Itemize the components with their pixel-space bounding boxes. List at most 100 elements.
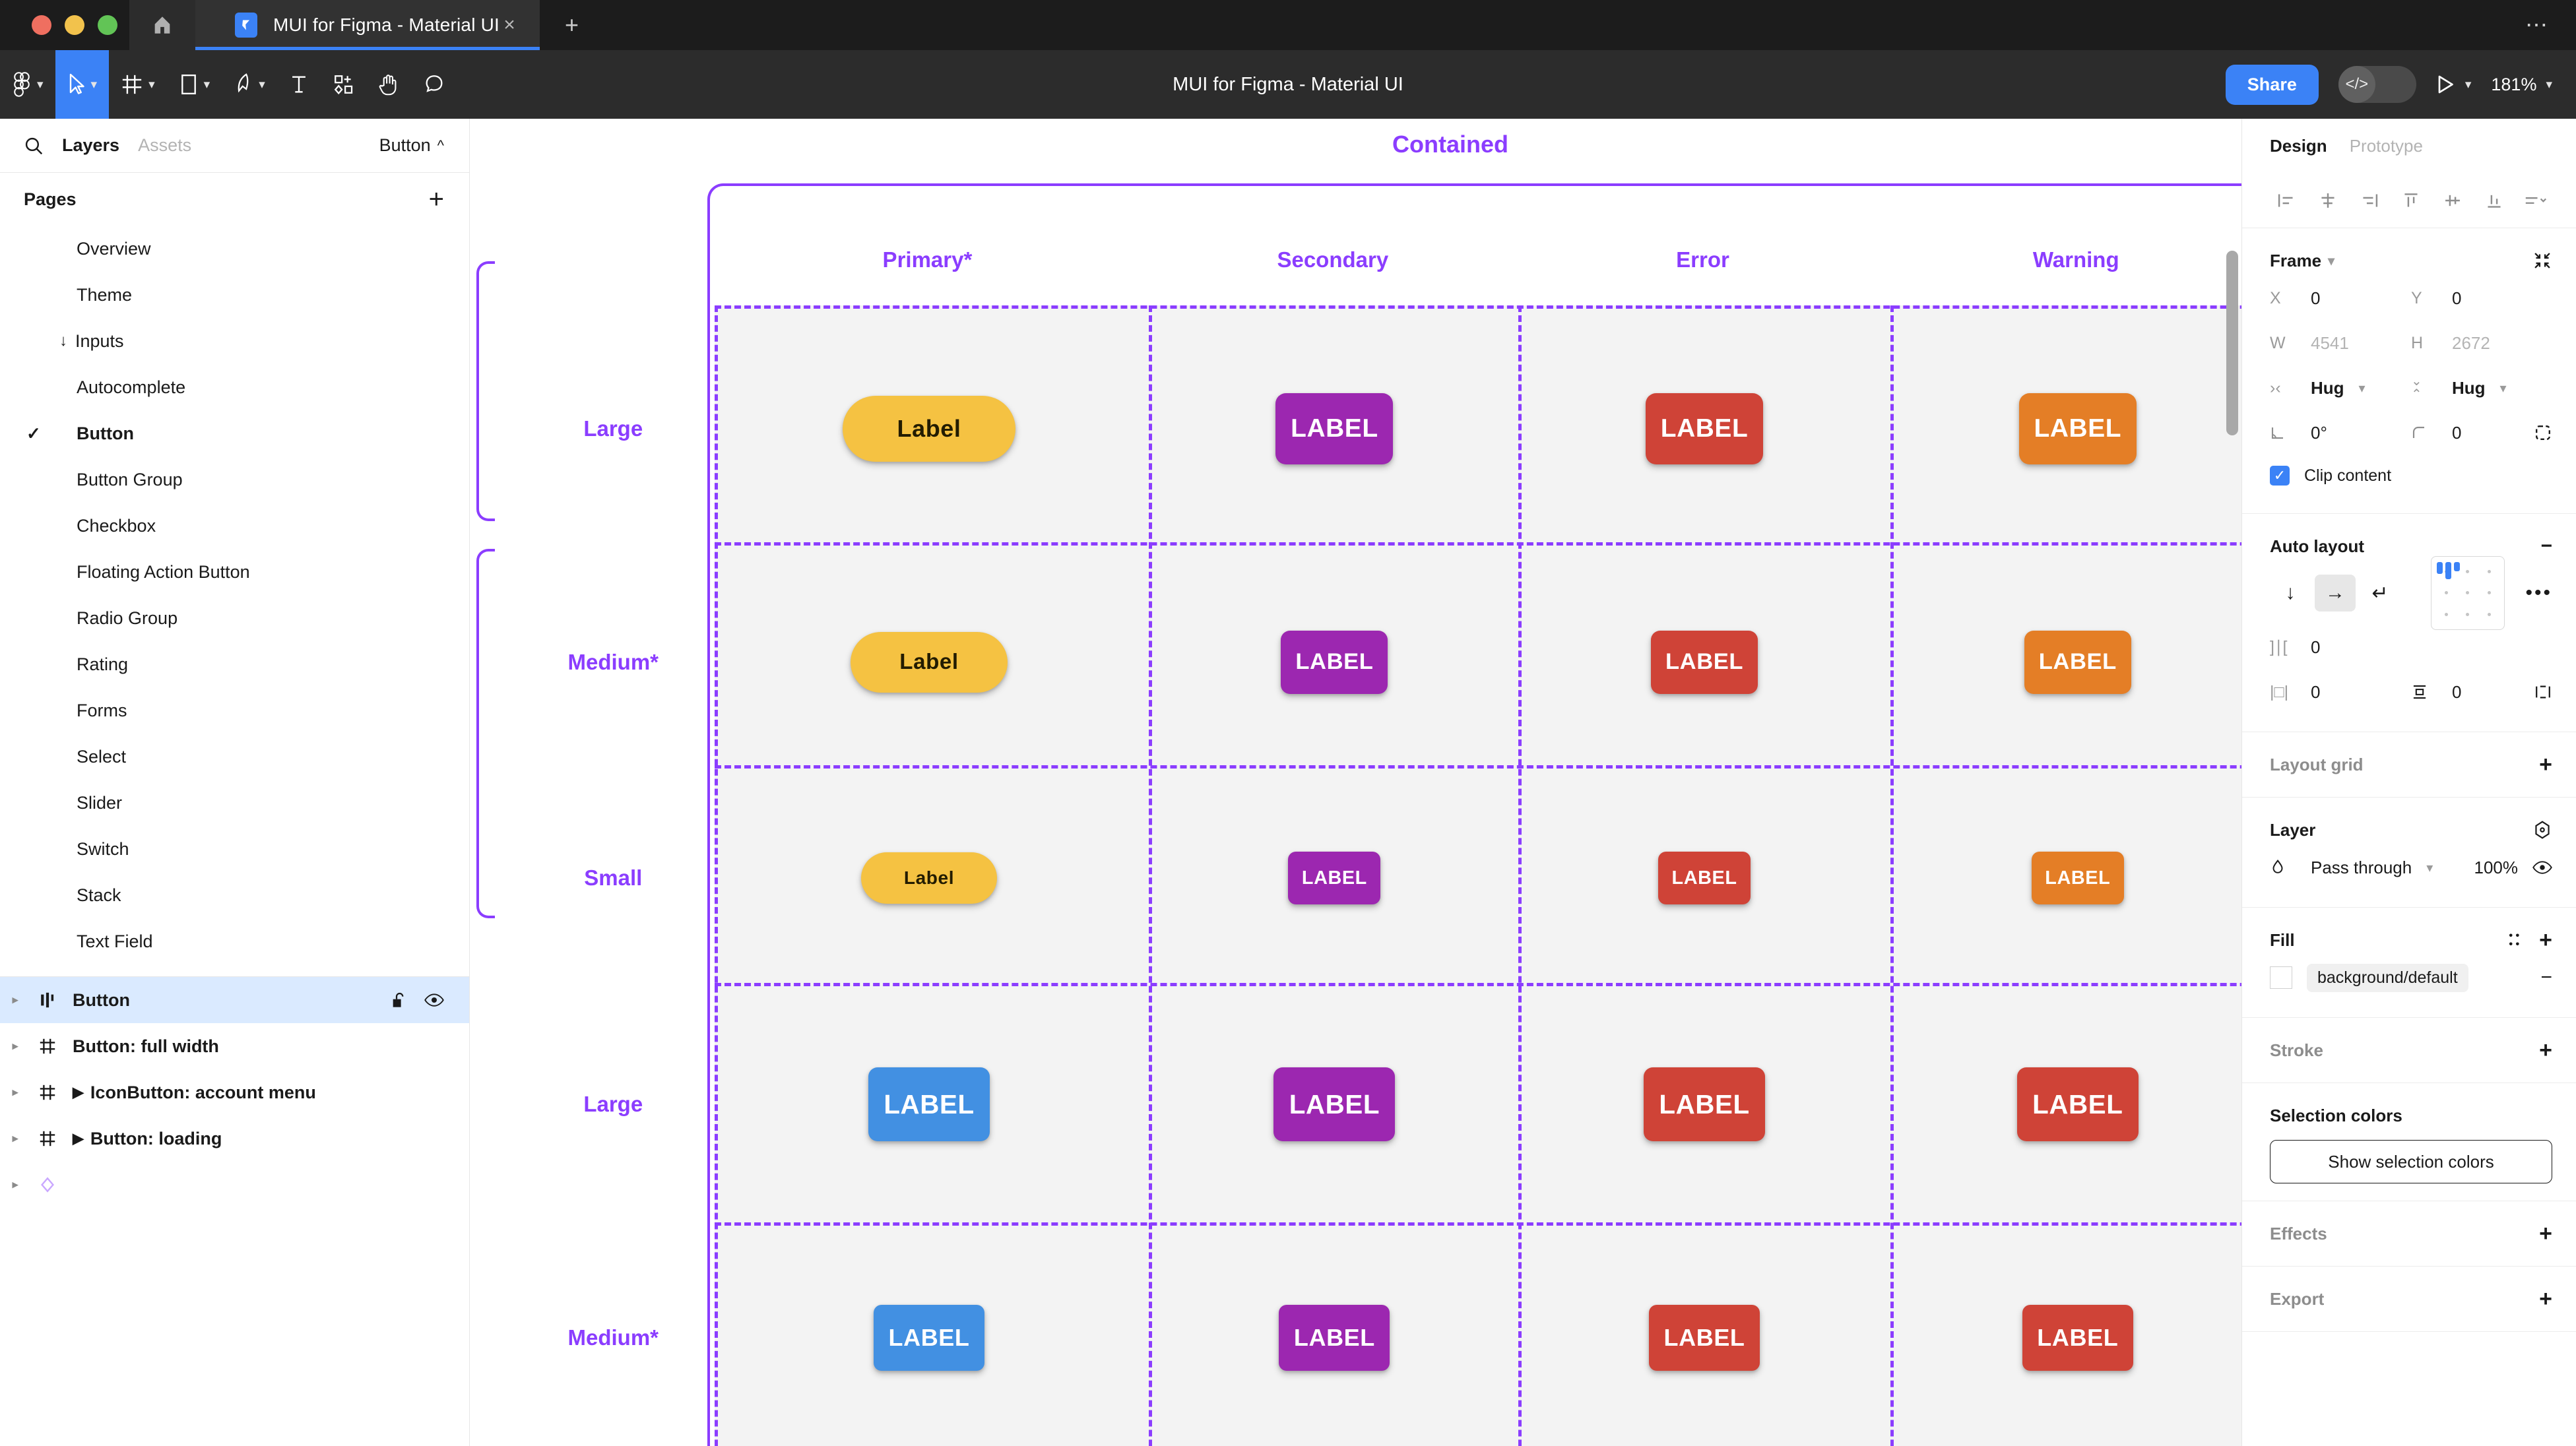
y-position-field[interactable]: Y 0: [2411, 288, 2552, 309]
layer-row[interactable]: ▸▶Button: loading: [0, 1116, 469, 1162]
browser-menu-icon[interactable]: ⋯: [2525, 13, 2550, 38]
align-pad-cell-top-center[interactable]: [2457, 561, 2479, 582]
rotation-field[interactable]: 0°: [2270, 423, 2411, 443]
page-item-slider[interactable]: Slider: [0, 780, 469, 826]
column-label-secondary[interactable]: Secondary: [1277, 247, 1389, 272]
home-button[interactable]: [129, 0, 195, 50]
add-page-button[interactable]: +: [428, 185, 444, 214]
pen-tool-icon[interactable]: ▾: [222, 50, 277, 119]
auto-layout-more-button[interactable]: •••: [2525, 582, 2552, 604]
individual-padding-icon[interactable]: [2534, 683, 2552, 701]
column-label-primary[interactable]: Primary*: [882, 247, 973, 272]
layer-row[interactable]: ▸▶IconButton: account menu: [0, 1069, 469, 1116]
direction-horizontal-icon[interactable]: →: [2315, 575, 2356, 612]
align-pad-cell-mid-right[interactable]: [2478, 582, 2500, 604]
page-item-radio-group[interactable]: Radio Group: [0, 595, 469, 641]
button-primary-theme-small[interactable]: Label: [861, 852, 997, 904]
align-pad-cell-bottom-center[interactable]: [2457, 604, 2479, 625]
expand-arrow-icon[interactable]: ▸: [12, 993, 18, 1006]
button-error-large[interactable]: LABEL: [1646, 393, 1764, 465]
button-secondary-medium[interactable]: LABEL: [1281, 630, 1388, 694]
show-selection-colors-button[interactable]: Show selection colors: [2270, 1140, 2552, 1183]
hand-tool-icon[interactable]: [367, 50, 412, 119]
layer-expand-icon[interactable]: ▶: [73, 1130, 84, 1147]
page-item-checkbox[interactable]: Checkbox: [0, 503, 469, 549]
align-pad-cell-mid-left[interactable]: [2435, 582, 2457, 604]
button-warning-small[interactable]: LABEL: [2031, 852, 2124, 905]
maximize-window-button[interactable]: [98, 15, 117, 35]
button-primary-blue-medium[interactable]: LABEL: [874, 1304, 984, 1371]
align-pad-cell-mid-center[interactable]: [2457, 582, 2479, 604]
zoom-control[interactable]: 181% ▾: [2491, 75, 2552, 95]
clip-content-checkbox[interactable]: ✓: [2270, 466, 2290, 486]
button-error-medium[interactable]: LABEL: [1651, 630, 1758, 694]
blend-mode-select[interactable]: Pass through ▾: [2270, 858, 2447, 878]
align-pad-cell-top-left[interactable]: [2435, 561, 2460, 582]
distribute-menu-icon[interactable]: [2515, 191, 2556, 210]
page-item-switch[interactable]: Switch: [0, 826, 469, 872]
page-item-inputs[interactable]: ↓Inputs: [0, 318, 469, 364]
frame-tool-icon[interactable]: ▾: [109, 50, 167, 119]
clip-content-row[interactable]: ✓ Clip content: [2270, 455, 2552, 496]
button-error-medium[interactable]: LABEL: [2022, 1304, 2133, 1371]
page-item-button[interactable]: ✓Button: [0, 410, 469, 456]
add-stroke-button[interactable]: +: [2539, 1038, 2552, 1063]
add-fill-button[interactable]: +: [2539, 927, 2552, 953]
row-label-large[interactable]: Large: [583, 1092, 643, 1117]
padding-vertical-field[interactable]: 0: [2411, 682, 2552, 703]
fill-color-swatch[interactable]: [2270, 966, 2292, 989]
layer-row[interactable]: ▸Button: full width: [0, 1023, 469, 1069]
independent-corners-icon[interactable]: [2534, 424, 2552, 442]
add-layout-grid-button[interactable]: +: [2539, 752, 2552, 777]
direction-wrap-icon[interactable]: ↵: [2371, 582, 2389, 604]
row-label-small[interactable]: Small: [584, 865, 643, 891]
fill-styles-icon[interactable]: [2506, 931, 2523, 949]
frame-title-label[interactable]: Contained: [1392, 131, 1508, 158]
page-item-rating[interactable]: Rating: [0, 641, 469, 687]
page-item-theme[interactable]: Theme: [0, 272, 469, 318]
figma-menu-icon[interactable]: ▾: [0, 50, 55, 119]
resources-tool-icon[interactable]: [321, 50, 367, 119]
share-button[interactable]: Share: [2225, 64, 2319, 105]
page-item-button-group[interactable]: Button Group: [0, 456, 469, 503]
align-pad-cell-bottom-left[interactable]: [2435, 604, 2457, 625]
dev-mode-toggle[interactable]: </>: [2338, 66, 2416, 103]
opacity-field[interactable]: 100%: [2447, 858, 2553, 878]
height-field[interactable]: H 2672: [2411, 333, 2552, 354]
search-icon[interactable]: [24, 136, 44, 156]
new-tab-button[interactable]: +: [565, 11, 579, 38]
button-error-small[interactable]: LABEL: [1658, 852, 1751, 905]
vertical-resizing-select[interactable]: ⌄⌃ Hug ▾: [2411, 375, 2552, 401]
page-item-overview[interactable]: Overview: [0, 226, 469, 272]
expand-arrow-icon[interactable]: ▸: [12, 1040, 18, 1052]
row-label-medium[interactable]: Medium*: [567, 649, 659, 674]
page-item-forms[interactable]: Forms: [0, 687, 469, 734]
align-bottom-icon[interactable]: [2473, 191, 2515, 210]
tab-assets[interactable]: Assets: [138, 135, 192, 155]
column-label-warning[interactable]: Warning: [2032, 247, 2119, 272]
button-error-large[interactable]: LABEL: [1644, 1067, 1766, 1142]
unlock-icon[interactable]: [391, 991, 407, 1009]
remove-auto-layout-button[interactable]: −: [2540, 535, 2552, 557]
button-warning-large[interactable]: LABEL: [2018, 393, 2137, 465]
page-item-floating-action-button[interactable]: Floating Action Button: [0, 549, 469, 595]
direction-vertical-icon[interactable]: ↓: [2285, 582, 2296, 604]
visibility-eye-icon[interactable]: [2532, 860, 2552, 875]
minimize-window-button[interactable]: [65, 15, 84, 35]
align-horizontal-center-icon[interactable]: [2307, 191, 2349, 210]
add-export-button[interactable]: +: [2539, 1286, 2552, 1311]
page-item-select[interactable]: Select: [0, 734, 469, 780]
layer-row[interactable]: ▸Button: [0, 977, 469, 1023]
row-label-large[interactable]: Large: [583, 416, 643, 441]
eye-icon[interactable]: [424, 993, 444, 1007]
layer-row[interactable]: ▸: [0, 1162, 469, 1208]
page-item-autocomplete[interactable]: Autocomplete: [0, 364, 469, 410]
button-error-large[interactable]: LABEL: [2016, 1067, 2139, 1142]
close-tab-icon[interactable]: ×: [503, 14, 515, 36]
shape-tool-icon[interactable]: ▾: [167, 50, 222, 119]
corner-radius-field[interactable]: 0: [2411, 423, 2552, 443]
page-selector[interactable]: Button ^: [379, 135, 444, 156]
align-vertical-center-icon[interactable]: [2431, 191, 2473, 210]
button-secondary-small[interactable]: LABEL: [1288, 852, 1381, 905]
